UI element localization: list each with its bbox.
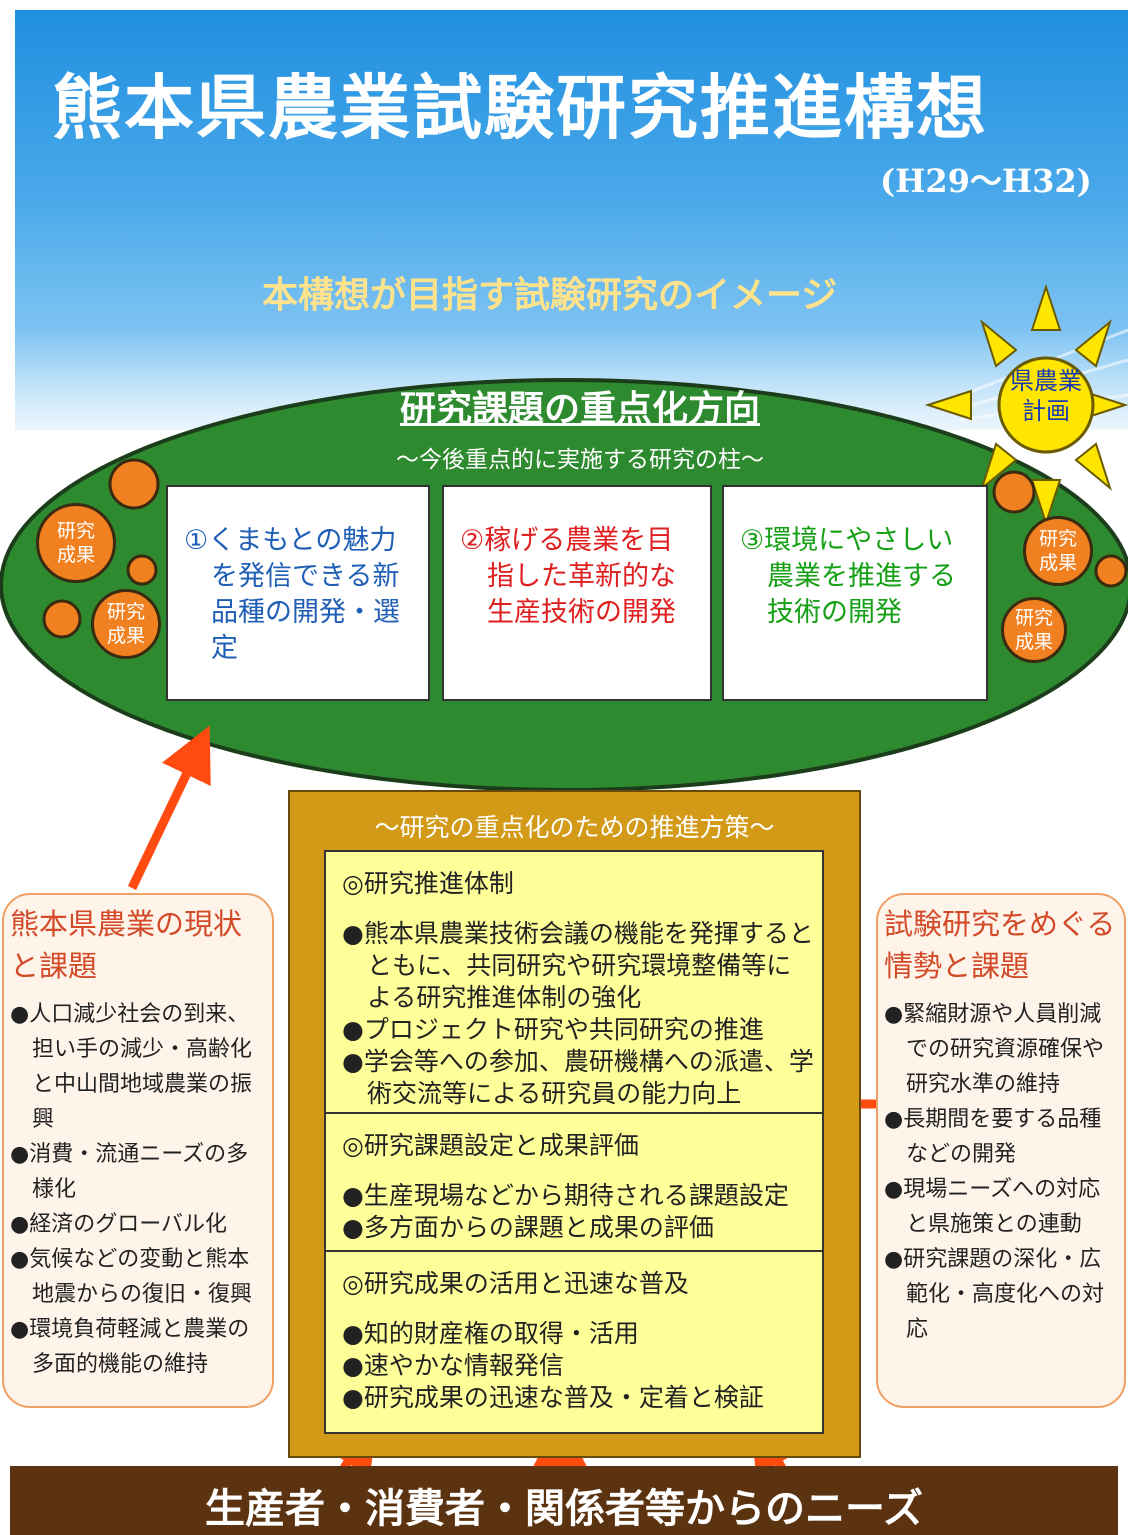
section-heading: ◎研究課題設定と成果評価 <box>342 1131 639 1160</box>
section-list: ●生産現場などから期待される課題設定 ●多方面からの課題と成果の評価 <box>342 1180 814 1244</box>
measures-box: ～研究の重点化のための推進方策～ ◎研究推進体制 ●熊本県農業技術会議の機能を発… <box>288 790 861 1458</box>
footer-text: 生産者・消費者・関係者等からのニーズ <box>205 1486 923 1532</box>
image-subtitle: 本構想が目指す試験研究のイメージ <box>262 275 838 316</box>
list-item: ●経済のグローバル化 <box>10 1212 227 1237</box>
research-result-orb: 研究 成果 <box>1023 516 1093 586</box>
list-item: ●知的財産権の取得・活用 <box>342 1319 639 1348</box>
pillar-text: ②稼げる農業を目指した革新的な生産技術の開発 <box>460 525 676 628</box>
decorative-orbs <box>42 458 1128 639</box>
period-label: (H29～H32) <box>880 162 1092 200</box>
sun-label: 県農業 計画 <box>1010 367 1082 425</box>
measures-inner: ◎研究推進体制 ●熊本県農業技術会議の機能を発揮するとともに、共同研究や研究環境… <box>324 850 824 1434</box>
list-item: ●環境負荷軽減と農業の多面的機能の維持 <box>10 1317 250 1377</box>
pillar-new-varieties: ①くまもとの魅力を発信できる新品種の開発・選定 <box>166 485 430 701</box>
focus-title: 研究課題の重点化方向 <box>399 389 760 430</box>
research-result-orb: 研究 成果 <box>1001 597 1067 663</box>
list-item: ●熊本県農業技術会議の機能を発揮するとともに、共同研究や研究環境整備等による研究… <box>342 919 814 1012</box>
list-item: ●研究課題の深化・広範化・高度化への対応 <box>884 1247 1105 1342</box>
pillar-profitable-farming: ②稼げる農業を目指した革新的な生産技術の開発 <box>442 485 712 701</box>
pillar-text: ③環境にやさしい農業を推進する技術の開発 <box>740 525 956 628</box>
pillar-text: ①くまもとの魅力を発信できる新品種の開発・選定 <box>184 525 400 664</box>
list-item: ●プロジェクト研究や共同研究の推進 <box>342 1015 764 1044</box>
section-heading: ◎研究推進体制 <box>342 869 514 898</box>
arrow-left-up <box>127 725 211 890</box>
focus-subtitle: ～今後重点的に実施する研究の柱～ <box>396 447 764 473</box>
section-list: ●熊本県農業技術会議の機能を発揮するとともに、共同研究や研究環境整備等による研究… <box>342 918 814 1110</box>
list-item: ●現場ニーズへの対応と県施策との連動 <box>884 1177 1101 1237</box>
current-issues-panel: 熊本県農業の現状と課題 ●人口減少社会の到来、担い手の減少・高齢化と中山間地域農… <box>2 893 274 1408</box>
measures-title: ～研究の重点化のための推進方策～ <box>374 813 775 842</box>
list-item: ●多方面からの課題と成果の評価 <box>342 1213 714 1242</box>
list-item: ●長期間を要する品種などの開発 <box>884 1107 1102 1167</box>
list-item: ●緊縮財源や人員削減での研究資源確保や研究水準の維持 <box>884 1002 1105 1097</box>
research-situation-panel: 試験研究をめぐる情勢と課題 ●緊縮財源や人員削減での研究資源確保や研究水準の維持… <box>876 893 1126 1408</box>
panel-title: 試験研究をめぐる情勢と課題 <box>884 907 1116 983</box>
list-item: ●学会等への参加、農研機構への派遣、学術交流等による研究員の能力向上 <box>342 1047 814 1108</box>
sun-icon <box>924 283 1128 527</box>
list-item: ●気候などの変動と熊本地震からの復旧・復興 <box>10 1247 253 1307</box>
pillar-eco-friendly: ③環境にやさしい農業を推進する技術の開発 <box>722 485 988 701</box>
list-item: ●生産現場などから期待される課題設定 <box>342 1181 789 1210</box>
page-title: 熊本県農業試験研究推進構想 <box>52 66 988 149</box>
panel-title: 熊本県農業の現状と課題 <box>10 907 243 983</box>
measures-section: ◎研究推進体制 ●熊本県農業技術会議の機能を発揮するとともに、共同研究や研究環境… <box>326 852 822 1114</box>
measures-section: ◎研究成果の活用と迅速な普及 ●知的財産権の取得・活用 ●速やかな情報発信 ●研… <box>326 1252 822 1432</box>
section-heading: ◎研究成果の活用と迅速な普及 <box>342 1269 689 1298</box>
research-result-orb: 研究 成果 <box>91 589 161 659</box>
panel-list: ●緊縮財源や人員削減での研究資源確保や研究水準の維持 ●長期間を要する品種などの… <box>884 997 1120 1347</box>
list-item: ●消費・流通ニーズの多様化 <box>10 1142 249 1202</box>
section-list: ●知的財産権の取得・活用 ●速やかな情報発信 ●研究成果の迅速な普及・定着と検証 <box>342 1318 814 1414</box>
list-item: ●人口減少社会の到来、担い手の減少・高齢化と中山間地域農業の振興 <box>10 1002 253 1132</box>
list-item: ●研究成果の迅速な普及・定着と検証 <box>342 1383 764 1412</box>
research-result-orb: 研究 成果 <box>36 503 116 583</box>
list-item: ●速やかな情報発信 <box>342 1351 564 1380</box>
needs-footer: 生産者・消費者・関係者等からのニーズ <box>10 1466 1118 1535</box>
measures-section: ◎研究課題設定と成果評価 ●生産現場などから期待される課題設定 ●多方面からの課… <box>326 1114 822 1252</box>
panel-list: ●人口減少社会の到来、担い手の減少・高齢化と中山間地域農業の振興 ●消費・流通ニ… <box>10 997 266 1382</box>
